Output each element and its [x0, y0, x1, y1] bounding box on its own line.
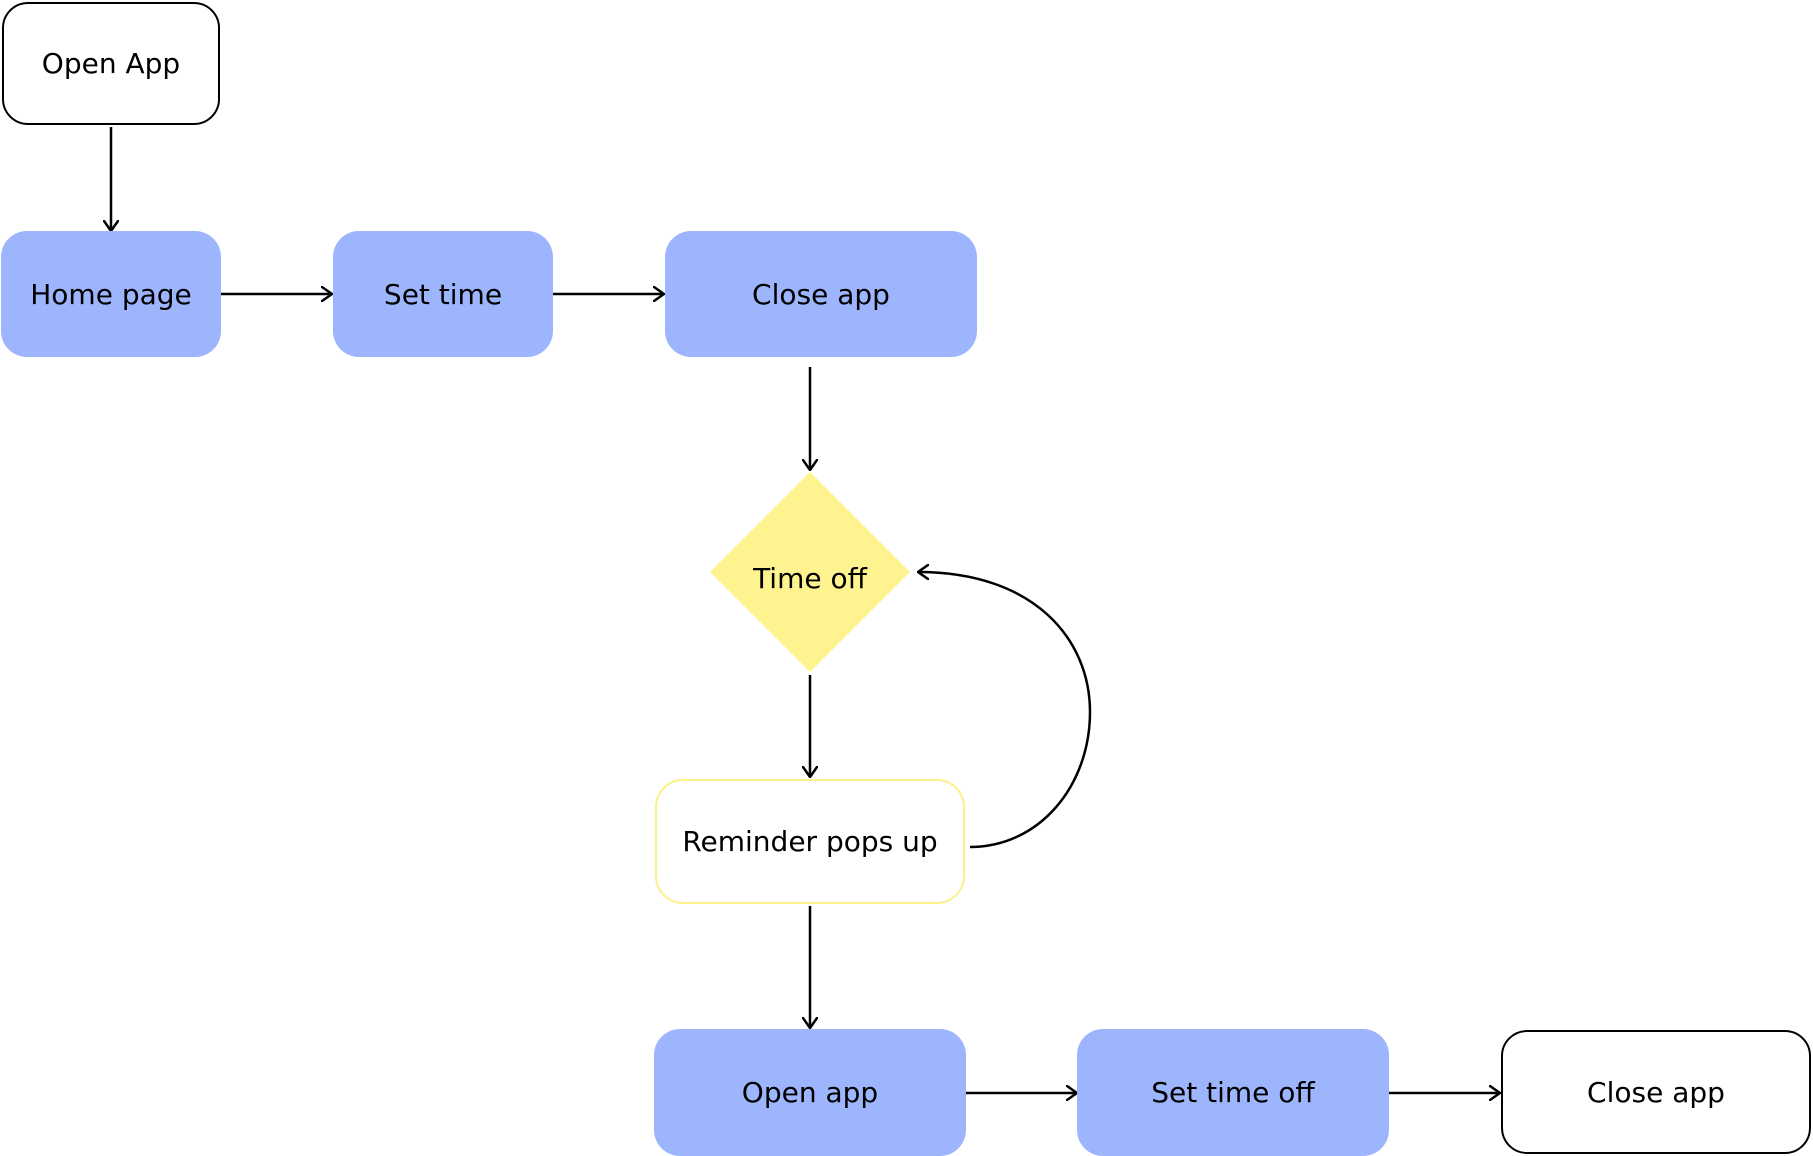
- node-time-off-label: Time off: [753, 561, 867, 595]
- node-open-app-start: Open App: [2, 2, 220, 125]
- node-close-app-end: Close app: [1501, 1030, 1811, 1154]
- node-close-app: Close app: [665, 231, 977, 357]
- node-home-page: Home page: [1, 231, 221, 357]
- edge-reminder-to-time-off-loop: [918, 572, 1092, 849]
- node-reminder-pops-up: Reminder pops up: [655, 779, 965, 904]
- node-open-app: Open app: [654, 1029, 966, 1156]
- node-set-time: Set time: [333, 231, 553, 357]
- decision-diamond-time-off: [710, 472, 910, 672]
- node-set-time-off: Set time off: [1077, 1029, 1389, 1156]
